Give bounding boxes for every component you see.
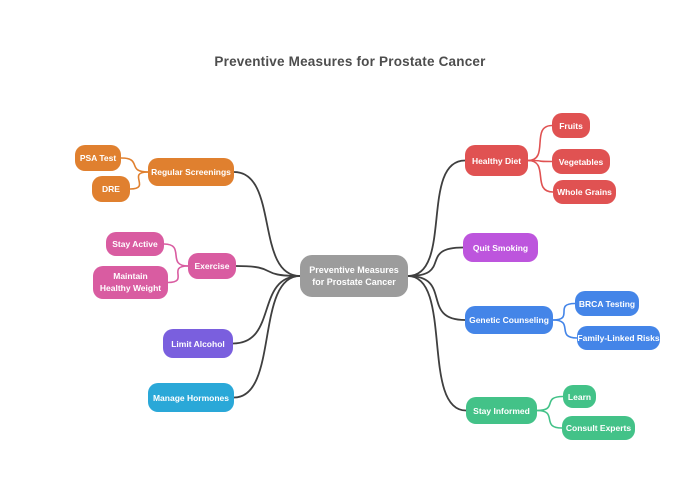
node-manage-hormones[interactable]: Manage Hormones: [148, 383, 234, 412]
node-exercise[interactable]: Exercise: [188, 253, 236, 279]
connector: [120, 157, 149, 173]
connector: [233, 275, 301, 399]
node-stay-informed[interactable]: Stay Informed: [466, 397, 537, 424]
node-psa-test[interactable]: PSA Test: [75, 145, 121, 171]
connector: [407, 159, 466, 277]
node-whole-grains[interactable]: Whole Grains: [553, 180, 616, 204]
node-healthy-diet[interactable]: Healthy Diet: [465, 145, 528, 176]
connector: [552, 319, 578, 339]
connector: [527, 159, 554, 193]
connector: [129, 171, 149, 190]
connector: [235, 265, 301, 277]
node-limit-alcohol[interactable]: Limit Alcohol: [163, 329, 233, 358]
node-consult-experts[interactable]: Consult Experts: [562, 416, 635, 440]
connector: [167, 265, 189, 284]
connector: [536, 409, 563, 429]
page-title: Preventive Measures for Prostate Cancer: [214, 54, 486, 69]
connector: [407, 246, 464, 277]
connector: [552, 302, 576, 321]
connector: [527, 124, 553, 162]
node-maintain-healthy-weight[interactable]: Maintain Healthy Weight: [93, 266, 168, 299]
connector: [536, 395, 564, 412]
central-topic-node[interactable]: Preventive Measures for Prostate Cancer: [300, 255, 408, 297]
node-quit-smoking[interactable]: Quit Smoking: [463, 233, 538, 262]
connector: [407, 275, 467, 412]
connector: [407, 275, 466, 321]
node-learn[interactable]: Learn: [563, 385, 596, 408]
node-stay-active[interactable]: Stay Active: [106, 232, 164, 256]
node-family-linked-risks[interactable]: Family-Linked Risks: [577, 326, 660, 350]
node-vegetables[interactable]: Vegetables: [552, 149, 610, 174]
node-regular-screenings[interactable]: Regular Screenings: [148, 158, 234, 186]
node-genetic-counseling[interactable]: Genetic Counseling: [465, 306, 553, 334]
node-fruits[interactable]: Fruits: [552, 113, 590, 138]
connector: [233, 171, 301, 277]
connector: [163, 243, 189, 267]
connector: [232, 275, 301, 345]
node-dre[interactable]: DRE: [92, 176, 130, 202]
node-brca-testing[interactable]: BRCA Testing: [575, 291, 639, 316]
